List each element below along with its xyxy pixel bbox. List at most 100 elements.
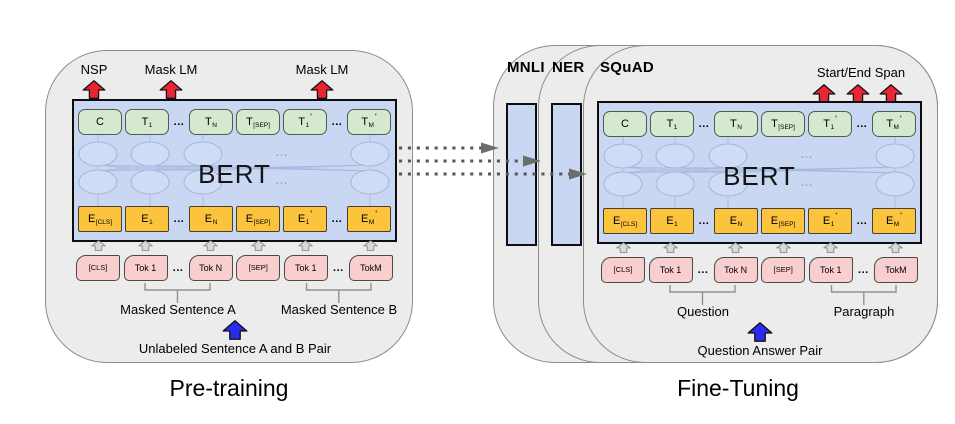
mask-lm-label: Mask LM — [295, 62, 349, 77]
red-up-arrow-icon — [82, 80, 106, 99]
input-arrow-row — [597, 242, 922, 254]
input-chevron-icon — [663, 242, 678, 253]
input-chevron-icon — [363, 240, 379, 251]
model-name: BERT — [723, 161, 796, 191]
input-chevron-icon — [728, 242, 744, 253]
pretraining-caption: Pre-training — [169, 375, 289, 401]
hidden-units-ellipsis: ... — [275, 147, 289, 159]
blue-up-arrow-icon — [747, 322, 773, 342]
question-label: Question — [676, 304, 730, 319]
ellipsis-text: ... — [173, 213, 185, 225]
input-chevron-icon — [775, 242, 791, 253]
ellipsis-text: ... — [697, 264, 709, 276]
input-chevron-icon — [298, 240, 314, 251]
input-chevron-icon — [250, 240, 266, 251]
transfer-dotted-arrows — [399, 142, 587, 180]
output-token: T[SEP] — [761, 111, 805, 137]
input-token: TokM — [873, 257, 918, 283]
red-up-arrow-icon — [159, 80, 183, 99]
input-chevron-icon — [203, 240, 219, 251]
embedding-token: E[CLS] — [78, 206, 122, 232]
input-token: Tok 1 — [808, 257, 853, 283]
red-up-arrow-icon — [310, 80, 334, 99]
output-token: C — [78, 109, 122, 135]
grouping-brackets — [669, 285, 897, 305]
input-token: [SEP] — [761, 257, 806, 283]
input-token: [CLS] — [76, 255, 120, 281]
input-chevron-icon — [823, 242, 839, 253]
input-chevron-icon — [90, 240, 106, 251]
input-token-row: [CLS]Tok 1...Tok N[SEP]Tok 1...TokM — [597, 257, 922, 283]
ellipsis-text: ... — [333, 262, 344, 274]
transformer-network — [599, 103, 920, 242]
hidden-units-ellipsis: ... — [275, 175, 289, 187]
hidden-units-ellipsis: ... — [800, 177, 814, 189]
ellipsis-text: ... — [856, 215, 868, 227]
ellipsis-text: ... — [698, 118, 710, 130]
sentence-b-label: Masked Sentence B — [280, 302, 398, 317]
input-token: Tok N — [188, 255, 233, 281]
ellipsis-text: ... — [331, 116, 343, 128]
ellipsis-text: ... — [173, 116, 185, 128]
pair-label: Unlabeled Sentence A and B Pair — [138, 341, 332, 356]
ellipsis-text: ... — [856, 118, 868, 130]
input-token: [SEP] — [236, 255, 281, 281]
start-end-span-label: Start/End Span — [816, 65, 906, 80]
model-name: BERT — [198, 159, 271, 189]
sentence-a-label: Masked Sentence A — [120, 302, 236, 317]
input-token: TokM — [348, 255, 393, 281]
input-token: Tok 1 — [648, 257, 693, 283]
bert-box-sliver — [506, 103, 537, 246]
ellipsis-text: ... — [172, 262, 184, 274]
blue-up-arrow-icon — [222, 320, 248, 340]
paragraph-label: Paragraph — [833, 304, 895, 319]
input-token: Tok 1 — [123, 255, 168, 281]
task-name-squad: SQuAD — [600, 59, 654, 76]
input-token: Tok 1 — [283, 255, 328, 281]
finetuning-caption: Fine-Tuning — [677, 375, 799, 401]
input-token: Tok N — [713, 257, 758, 283]
ellipsis-text: ... — [331, 213, 343, 225]
ellipsis-text: ... — [698, 215, 710, 227]
output-token: T[SEP] — [236, 109, 280, 135]
output-token: C — [603, 111, 647, 137]
embedding-token: E[CLS] — [603, 208, 647, 234]
sentence-group-area: Masked Sentence A Masked Sentence B Unla… — [72, 282, 397, 360]
pair-label: Question Answer Pair — [697, 343, 823, 358]
embedding-token: E[SEP] — [761, 208, 805, 234]
input-chevron-icon — [138, 240, 153, 251]
input-arrow-row — [72, 240, 397, 252]
transformer-network — [74, 101, 395, 240]
nsp-label: NSP — [80, 62, 108, 77]
input-chevron-icon — [615, 242, 631, 253]
ellipsis-text: ... — [858, 264, 869, 276]
hidden-units-ellipsis: ... — [800, 149, 814, 161]
grouping-brackets — [144, 283, 372, 303]
task-name-ner: NER — [552, 59, 585, 76]
embedding-token: E[SEP] — [236, 206, 280, 232]
